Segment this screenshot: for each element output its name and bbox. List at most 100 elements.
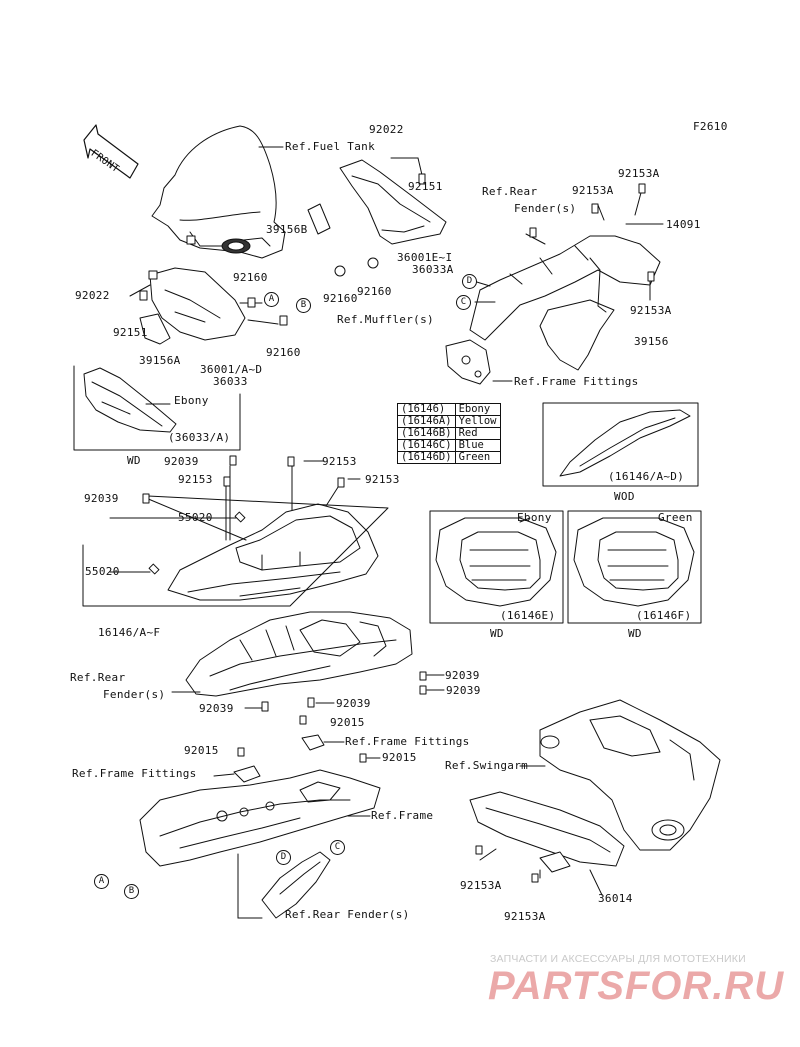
ref-swingarm-label: Ref.Swingarm: [445, 759, 529, 772]
rear-fender-pieces: [261, 851, 331, 919]
callout-d: D: [462, 274, 477, 289]
watermark-tagline: ЗАПЧАСТИ И АКСЕССУАРЫ ДЛЯ МОТОТЕХНИКИ: [490, 953, 746, 965]
part-16146-AD: (16146/A~D): [608, 470, 685, 483]
rear-undertray: [185, 611, 413, 697]
ref-frame-fittings-left: Ref.Frame Fittings: [72, 767, 197, 780]
part-55020-1: 55020: [178, 511, 213, 524]
part-92153A-3: 92153A: [630, 304, 672, 317]
part-92153-3: 92153: [365, 473, 400, 486]
seat-cowl-box: [82, 495, 389, 607]
ref-rear-fender-top: Ref.Rear: [482, 185, 538, 198]
part-16146-AF: 16146/A~F: [98, 626, 161, 639]
part-92160-c: 92160: [357, 285, 392, 298]
part-36014: 36014: [598, 892, 633, 905]
ref-frame-label: Ref.Frame: [371, 809, 434, 822]
color-row: (16146C)Blue: [397, 439, 501, 452]
part-92153A-1: 92153A: [572, 184, 614, 197]
part-92153-2: 92153: [178, 473, 213, 486]
part-55020-2: 55020: [85, 565, 120, 578]
ref-rear-fender-top-2: Fender(s): [514, 202, 577, 215]
frame-fitting-bracket-left: [233, 765, 261, 783]
part-39156A: 39156A: [139, 354, 181, 367]
part-92015-3: 92015: [382, 751, 417, 764]
wd-label-3: WD: [628, 627, 642, 640]
part-36033A: 36033A: [412, 263, 454, 276]
part-92160-a: 92160: [233, 271, 268, 284]
green-f-label: Green: [658, 511, 693, 524]
wod-label: WOD: [614, 490, 635, 503]
part-39156B: 39156B: [266, 223, 308, 236]
part-92160-b: 92160: [323, 292, 358, 305]
part-92022-left: 92022: [75, 289, 110, 302]
part-92039-5: 92039: [336, 697, 371, 710]
rear-fender-upper: [469, 235, 661, 371]
part-92039-1: 92039: [164, 455, 199, 468]
swingarm: [539, 699, 721, 851]
chain-guard: [469, 791, 625, 873]
part-36033A-paren: (36033/A): [168, 431, 231, 444]
watermark-logo: PARTSFOR.RU: [488, 964, 785, 1008]
wd-label-2: WD: [490, 627, 504, 640]
part-14091: 14091: [666, 218, 701, 231]
seat-cowl-wod: [542, 402, 699, 487]
wd-box-left: [73, 365, 241, 451]
part-92039-4: 92039: [446, 684, 481, 697]
part-92151-left: 92151: [113, 326, 148, 339]
part-92015-1: 92015: [330, 716, 365, 729]
part-92039-2: 92039: [84, 492, 119, 505]
seat-cowl-center: [148, 503, 379, 601]
part-92151-top: 92151: [408, 180, 443, 193]
color-row: (16146D)Green: [397, 451, 501, 464]
ebony-left-label: Ebony: [174, 394, 209, 407]
part-92153A-2: 92153A: [618, 167, 660, 180]
ref-rear-fender-bottom: Ref.Rear Fender(s): [285, 908, 410, 921]
part-92153A-4: 92153A: [460, 879, 502, 892]
part-36001E: 36001E~I: [397, 251, 453, 264]
callout-b2: B: [124, 884, 139, 899]
ref-frame-fittings-mid: Ref.Frame Fittings: [345, 735, 470, 748]
callout-a: A: [264, 292, 279, 307]
seat-cowl-f: [567, 510, 702, 624]
frame-fittings-bracket: [445, 339, 491, 385]
part-92153A-5: 92153A: [504, 910, 546, 923]
seat-cowl-e: [429, 510, 564, 624]
ref-rear-fender-mid-2: Fender(s): [103, 688, 166, 701]
part-36033: 36033: [213, 375, 248, 388]
color-row: (16146B)Red: [397, 427, 501, 440]
part-36001AD: 36001/A~D: [200, 363, 263, 376]
lower-frame: [139, 769, 381, 867]
color-table: (16146)Ebony (16146A)Yellow (16146B)Red …: [397, 403, 501, 464]
part-39156A: [139, 313, 171, 345]
figure-code: F2610: [693, 120, 728, 133]
callout-c: C: [456, 295, 471, 310]
ref-muffler-label: Ref.Muffler(s): [337, 313, 434, 326]
ref-fuel-tank-label: Ref.Fuel Tank: [285, 140, 375, 153]
part-92022-top: 92022: [369, 123, 404, 136]
part-16146F: (16146F): [636, 609, 692, 622]
ebony-e-label: Ebony: [517, 511, 552, 524]
frame-fitting-bracket-mid: [301, 734, 325, 751]
callout-a2: A: [94, 874, 109, 889]
callout-d2: D: [276, 850, 291, 865]
callout-c2: C: [330, 840, 345, 855]
color-row: (16146)Ebony: [397, 403, 501, 416]
front-arrow-icon: [83, 124, 139, 179]
part-92160-d: 92160: [266, 346, 301, 359]
fuel-tank-outline: [151, 125, 286, 259]
wd-label-1: WD: [127, 454, 141, 467]
part-92039-6: 92039: [199, 702, 234, 715]
ref-frame-fittings-top: Ref.Frame Fittings: [514, 375, 639, 388]
part-16146E: (16146E): [500, 609, 556, 622]
color-row: (16146A)Yellow: [397, 415, 501, 428]
callout-b: B: [296, 298, 311, 313]
part-92015-2: 92015: [184, 744, 219, 757]
side-cover-right: [339, 159, 447, 245]
part-92153-1: 92153: [322, 455, 357, 468]
fasteners: [139, 183, 655, 883]
side-cover-left: [149, 267, 246, 341]
part-92039-3: 92039: [445, 669, 480, 682]
part-39156B: [307, 203, 331, 235]
part-39156: 39156: [634, 335, 669, 348]
ref-rear-fender-mid: Ref.Rear: [70, 671, 126, 684]
